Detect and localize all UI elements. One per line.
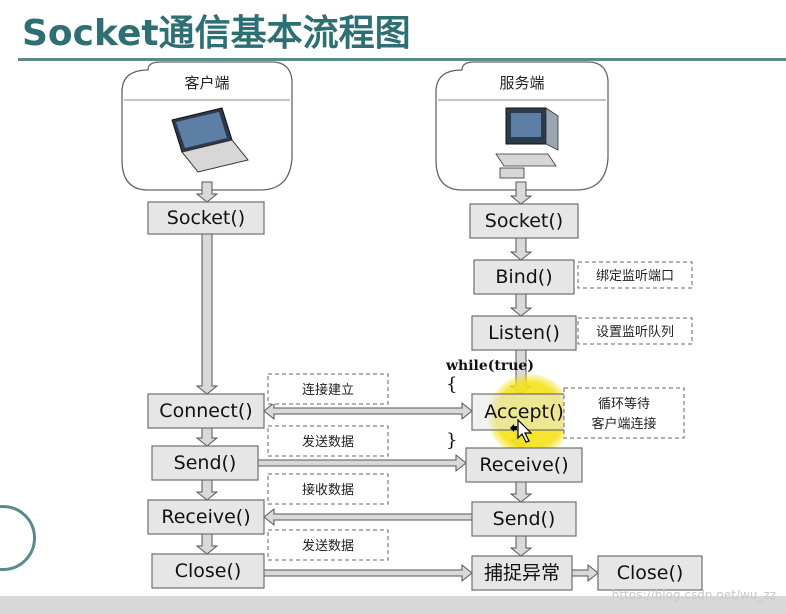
client-flow-arrows bbox=[195, 181, 219, 555]
close-note: 发送数据 bbox=[267, 529, 389, 561]
bottom-bar bbox=[0, 596, 786, 614]
close-to-catch-arrow bbox=[263, 563, 473, 583]
server-accept-label: Accept() bbox=[484, 401, 564, 423]
connect-note-text: 连接建立 bbox=[302, 382, 354, 398]
client-send-box: Send() bbox=[151, 445, 259, 481]
server-listen-box: Listen() bbox=[471, 315, 577, 351]
connect-arrow bbox=[263, 401, 473, 421]
client-close-label: Close() bbox=[175, 560, 242, 582]
listen-note-text: 设置监听队列 bbox=[596, 325, 674, 340]
receive-note-text: 接收数据 bbox=[302, 482, 354, 498]
client-socket-box: Socket() bbox=[147, 201, 265, 235]
server-accept-box: Accept() bbox=[471, 393, 577, 431]
send-to-receive-arrow bbox=[257, 453, 467, 473]
client-receive-box: Receive() bbox=[147, 499, 265, 535]
send-to-receive-back-arrow bbox=[263, 507, 473, 527]
receive-note: 接收数据 bbox=[267, 473, 389, 505]
client-receive-label: Receive() bbox=[161, 506, 250, 528]
client-connect-label: Connect() bbox=[159, 400, 252, 422]
client-socket-label: Socket() bbox=[167, 207, 245, 229]
client-role-panel: 客户端 bbox=[121, 61, 293, 191]
loop-open-brace: { bbox=[446, 374, 457, 395]
title-divider bbox=[18, 58, 786, 61]
move-cursor-icon bbox=[510, 418, 533, 443]
server-socket-box: Socket() bbox=[469, 203, 579, 239]
server-close-box: Close() bbox=[597, 555, 703, 591]
server-send-box: Send() bbox=[471, 501, 577, 537]
page-title: Socket通信基本流程图 bbox=[22, 13, 411, 54]
server-receive-label: Receive() bbox=[479, 454, 568, 476]
server-socket-label: Socket() bbox=[485, 210, 563, 232]
client-label: 客户端 bbox=[184, 74, 229, 92]
accept-note-line1: 循环等待 bbox=[598, 396, 650, 412]
server-catch-box: 捕捉异常 bbox=[471, 555, 573, 591]
server-receive-box: Receive() bbox=[465, 447, 583, 483]
send-note-text: 发送数据 bbox=[302, 434, 354, 450]
listen-note: 设置监听队列 bbox=[577, 317, 693, 345]
bind-note-text: 绑定监听端口 bbox=[596, 269, 674, 284]
loop-close-brace: } bbox=[446, 430, 457, 451]
accept-note-line2: 客户端连接 bbox=[591, 416, 656, 432]
server-bind-box: Bind() bbox=[473, 259, 575, 295]
server-listen-label: Listen() bbox=[488, 322, 560, 344]
send-note: 发送数据 bbox=[267, 425, 389, 457]
watermark: https://blog.csdn.net/wu_zz bbox=[611, 588, 776, 602]
loop-label: while(true) bbox=[445, 358, 534, 374]
laptop-icon bbox=[171, 107, 249, 173]
client-close-box: Close() bbox=[151, 553, 265, 589]
catch-to-close-arrow bbox=[571, 563, 599, 583]
server-send-label: Send() bbox=[493, 508, 556, 530]
server-close-label: Close() bbox=[617, 562, 684, 584]
client-send-label: Send() bbox=[174, 452, 237, 474]
close-note-text: 发送数据 bbox=[302, 538, 354, 554]
connect-note: 连接建立 bbox=[267, 373, 389, 405]
client-connect-box: Connect() bbox=[147, 393, 265, 429]
bind-note: 绑定监听端口 bbox=[577, 261, 693, 289]
desktop-computer-icon bbox=[495, 107, 559, 179]
accept-note: 循环等待 客户端连接 bbox=[563, 387, 685, 439]
server-catch-label: 捕捉异常 bbox=[484, 562, 560, 584]
server-label: 服务端 bbox=[499, 74, 544, 92]
server-role-panel: 服务端 bbox=[435, 61, 609, 191]
server-bind-label: Bind() bbox=[495, 266, 552, 288]
